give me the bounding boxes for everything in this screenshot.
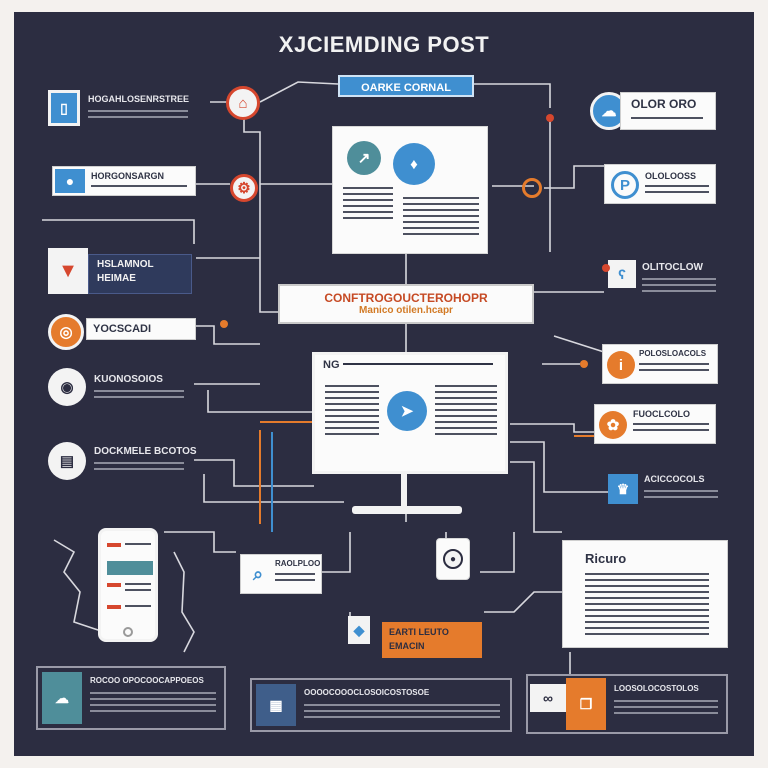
- lock-icon: ●: [443, 549, 463, 569]
- search-icon: ⌕: [252, 563, 264, 584]
- monitor-label: NG: [323, 359, 340, 371]
- connector-dot: [602, 264, 610, 272]
- tag-icon: ◆: [348, 616, 370, 644]
- left-item-3-card: HSLAMNOL HEIMAE: [88, 254, 192, 294]
- bottom-mid-label: OOOOCOOOCLOSOICOSTOSOE: [304, 688, 430, 697]
- right-item-2-card: P OLOLOOSS: [604, 164, 716, 204]
- left-item-4-label: YOCSCADI: [93, 323, 152, 335]
- diagram-canvas: XJCIEMDING POST OARKE CORNAL ↗ ♦ CONFTRO…: [14, 12, 754, 756]
- content-banner: CONFTROGOUCTEROHOPR Manico otilen.hcapr: [278, 284, 534, 324]
- right-item-4-card: i POLOSLOACOLS: [602, 344, 718, 384]
- chat-icon: P: [611, 171, 639, 199]
- bottom-mid-lines: [304, 704, 500, 722]
- right-item-6-lines: [644, 490, 718, 502]
- bottom-right-label: LOOSOLOCOSTOLOS: [614, 684, 699, 693]
- info-icon: i: [607, 351, 635, 379]
- page-title: XJCIEMDING POST: [278, 32, 490, 57]
- article-card-lines: [585, 573, 709, 639]
- phone-text-lines: [125, 605, 151, 611]
- orange-tag: EARTI LEUTO EMACIN: [382, 622, 482, 658]
- left-item-2-card: ● HORGONSARGN: [52, 166, 196, 196]
- banner-subtitle: Manico otilen.hcapr: [359, 305, 453, 316]
- right-item-6-label: ACICCOCOLS: [644, 474, 705, 484]
- flower-icon: ✿: [599, 411, 627, 439]
- document-text-lines: [403, 197, 479, 239]
- right-item-4-label: POLOSLOACOLS: [639, 349, 707, 358]
- left-item-5-label: KUONOSOIOS: [94, 374, 163, 385]
- document-text-lines: [343, 187, 393, 223]
- left-item-2-label: HORGONSARGN: [91, 171, 165, 181]
- share-icon: ➤: [387, 391, 427, 431]
- crown-icon: ♛: [608, 474, 638, 504]
- right-item-2-label: OLOLOOSS: [645, 171, 697, 181]
- house-icon: ▼: [48, 248, 88, 294]
- mid-card-lines: [275, 573, 315, 585]
- monitor-text-lines: [343, 363, 493, 369]
- server-icon: ▦: [256, 684, 296, 726]
- gear-icon: ⚙: [230, 174, 258, 202]
- document-icon: ▤: [48, 442, 86, 480]
- left-item-2-lines: [91, 185, 187, 191]
- bookmark-icon: ❐: [566, 678, 606, 730]
- bottom-left-lines: [90, 692, 216, 716]
- left-item-3-sublabel: HEIMAE: [97, 273, 136, 284]
- right-item-5-label: FUOCLCOLO: [633, 409, 690, 419]
- link-icon: ∞: [530, 684, 566, 712]
- connector-lines: [42, 81, 608, 688]
- phone-text-lines: [125, 583, 151, 595]
- article-card: Ricuro: [562, 540, 728, 648]
- right-item-3-lines: [642, 278, 716, 296]
- left-item-3-label: HSLAMNOL: [97, 259, 154, 270]
- right-item-1-lines: [631, 117, 703, 123]
- chart-icon: ↗: [347, 141, 381, 175]
- right-item-1-card: OLOR ORO: [620, 92, 716, 130]
- left-item-1-lines: [88, 110, 188, 122]
- bottom-left-panel: ☁ ROCOO OPOCOOCAPPOEOS: [36, 666, 226, 730]
- monitor-text-lines: [435, 385, 497, 439]
- right-item-5-card: ✿ FUOCLCOLO: [594, 404, 716, 444]
- bear-icon: ʕ: [608, 260, 636, 288]
- left-item-5-lines: [94, 390, 184, 402]
- settings-ring-icon: [522, 178, 542, 198]
- right-item-2-lines: [645, 185, 709, 197]
- right-item-4-lines: [639, 363, 709, 375]
- orange-tag-subtitle: EMACIN: [389, 641, 425, 651]
- tablet-icon: ▯: [48, 90, 80, 126]
- left-item-4-card: YOCSCADI: [86, 318, 196, 340]
- right-item-3-label: OLITOCLOW: [642, 262, 703, 273]
- user-icon: ●: [55, 169, 85, 193]
- orange-tag-title: EARTI LEUTO: [389, 627, 449, 637]
- monitor: NG ➤: [312, 352, 508, 474]
- header-badge: OARKE CORNAL: [338, 75, 474, 97]
- left-item-1-label: HOGAHLOSENRSTREE: [88, 94, 190, 104]
- right-item-1-label: OLOR ORO: [631, 97, 697, 111]
- mid-card: ⌕ RAOLPLOO: [240, 554, 322, 594]
- monitor-text-lines: [325, 385, 379, 439]
- profile-icon: ⌂: [226, 86, 260, 120]
- right-item-5-lines: [633, 423, 709, 435]
- bird-icon: ♦: [393, 143, 435, 185]
- phone-text-lines: [125, 543, 151, 549]
- left-item-6-lines: [94, 462, 184, 474]
- connector-dot: [580, 360, 588, 368]
- article-card-title: Ricuro: [585, 551, 627, 566]
- location-icon: ◉: [48, 368, 86, 406]
- bottom-right-panel: ∞ ❐ LOOSOLOCOSTOLOS: [526, 674, 728, 734]
- cloud-logo-icon: ☁: [42, 672, 82, 724]
- phone-mockup: [98, 528, 158, 642]
- left-item-6-label: DOCKMELE BCOTOS: [94, 446, 197, 457]
- bottom-right-lines: [614, 700, 718, 718]
- small-phone: ●: [436, 538, 470, 580]
- banner-title: CONFTROGOUCTEROHOPR: [324, 291, 488, 305]
- connector-dot: [220, 320, 228, 328]
- mid-card-label: RAOLPLOO: [275, 559, 321, 568]
- connector-dot: [546, 114, 554, 122]
- bottom-mid-panel: ▦ OOOOCOOOCLOSOICOSTOSOE: [250, 678, 512, 732]
- target-icon: ◎: [48, 314, 84, 350]
- bottom-left-label: ROCOO OPOCOOCAPPOEOS: [90, 676, 204, 685]
- center-document: ↗ ♦: [332, 126, 488, 254]
